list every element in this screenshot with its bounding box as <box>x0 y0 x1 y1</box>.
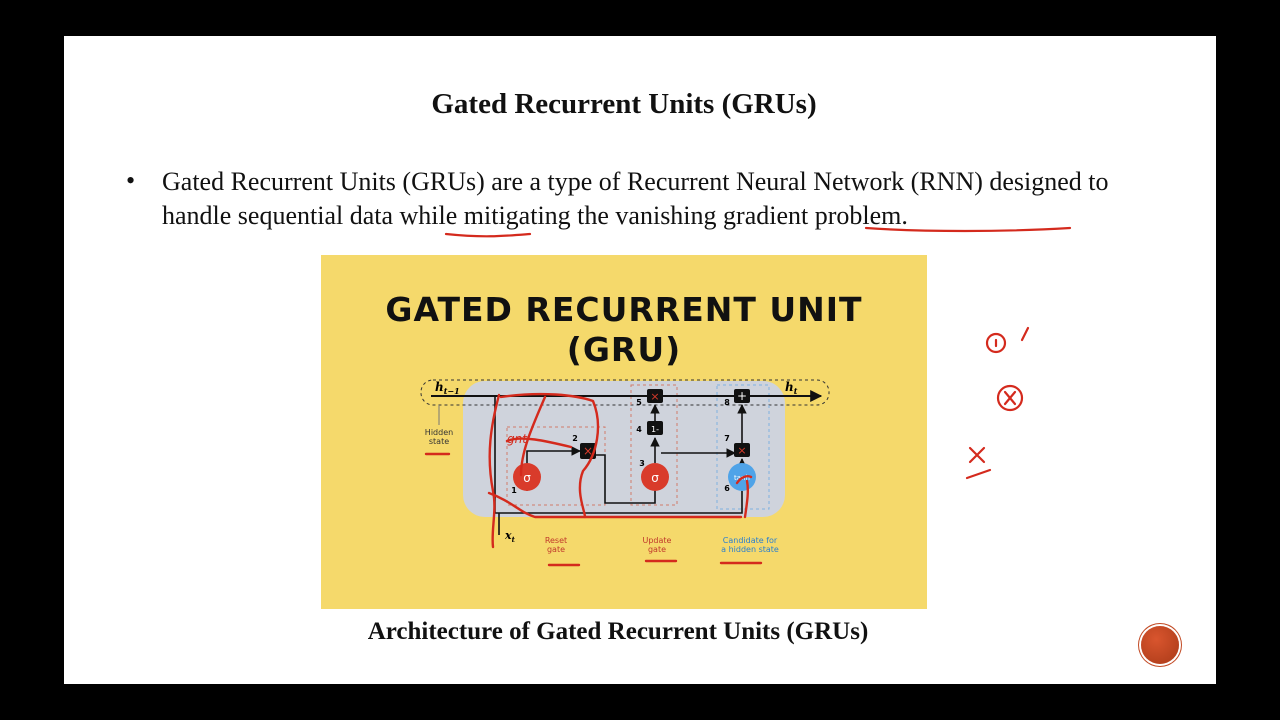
hidden-state-label-line-2: state <box>429 437 449 446</box>
step-number: 7 <box>724 434 730 443</box>
ink-small-x <box>968 446 986 464</box>
reset-gate-label-line-2: gate <box>547 545 565 554</box>
reset-sigma-label: σ <box>523 471 531 485</box>
add-op <box>734 389 750 403</box>
xt-wire <box>494 396 743 514</box>
update-gate-label-line-1: Update <box>643 536 672 545</box>
ink-stroke <box>505 437 573 449</box>
one-minus-op <box>647 421 663 435</box>
figure-title: GATED RECURRENT UNIT (GRU) <box>321 290 927 370</box>
gru-diagram-figure: GATED RECURRENT UNIT (GRU) <box>321 255 927 609</box>
gru-diagram: σ σ tanh × 1- × × + 1 2 3 4 5 6 7 8 <box>420 379 830 567</box>
step-number: 6 <box>724 484 730 493</box>
figure-title-line-1: GATED RECURRENT UNIT <box>385 290 863 329</box>
ink-circle-dot-symbol <box>985 332 1007 354</box>
ink-dash <box>965 468 992 480</box>
figure-caption: Architecture of Gated Recurrent Units (G… <box>367 618 869 645</box>
reset-to-update-wire <box>595 454 656 504</box>
step-number: 8 <box>724 398 730 407</box>
step-number: 2 <box>572 434 578 443</box>
hidden-state-band <box>420 379 830 406</box>
ink-underline-sequential <box>444 232 532 238</box>
bullet-marker: • <box>126 166 136 195</box>
ink-stroke <box>743 479 750 519</box>
ink-handwritten-label: gnt <box>507 432 528 446</box>
x-t-label: xt <box>504 529 516 544</box>
hidden-state-label-line-1: Hidden <box>425 428 453 437</box>
h-prev-label: ht−1 <box>435 380 460 396</box>
ink-stroke <box>487 491 743 519</box>
reset-multiply-label: × <box>583 444 593 458</box>
step-number: 5 <box>636 398 642 407</box>
one-minus-label: 1- <box>651 425 659 434</box>
update-sigma-label: σ <box>651 471 659 485</box>
slide-nav-button[interactable] <box>1141 626 1179 664</box>
step-number: 4 <box>636 425 642 434</box>
update-multiply-op <box>647 389 663 403</box>
slide: Gated Recurrent Units (GRUs) • Gated Rec… <box>64 36 1216 684</box>
candidate-multiply-label: × <box>737 444 746 457</box>
ink-stroke <box>499 392 600 519</box>
ink-times-mark <box>1003 390 1017 406</box>
ink-stroke <box>735 475 753 485</box>
ink-diagram-strokes <box>424 392 763 567</box>
update-gate-label-line-2: gate <box>648 545 666 554</box>
figure-title-line-2: (GRU) <box>566 330 682 369</box>
candidate-box <box>716 384 770 510</box>
candidate-multiply-op <box>734 443 750 457</box>
ink-stroke <box>488 393 501 549</box>
ink-slash <box>1020 326 1030 342</box>
add-label: + <box>737 389 747 403</box>
h-t-label: ht <box>785 380 798 396</box>
candidate-label-line-1: Candidate for <box>723 536 778 545</box>
step-number: 3 <box>639 459 645 468</box>
reset-gate-label-line-1: Reset <box>545 536 567 545</box>
gru-cell-body <box>463 381 785 517</box>
update-multiply-label: × <box>650 390 659 403</box>
step-number: 1 <box>511 486 517 495</box>
ink-circle-times-symbol <box>996 384 1024 412</box>
slide-title: Gated Recurrent Units (GRUs) <box>431 88 817 120</box>
candidate-label-line-2: a hidden state <box>721 545 779 554</box>
update-gate-box <box>630 384 678 506</box>
bullet-text: Gated Recurrent Units (GRUs) are a type … <box>162 167 1109 230</box>
ink-stroke <box>519 395 547 477</box>
update-sigmoid-gate <box>641 463 669 491</box>
reset-gate-box <box>506 426 606 506</box>
